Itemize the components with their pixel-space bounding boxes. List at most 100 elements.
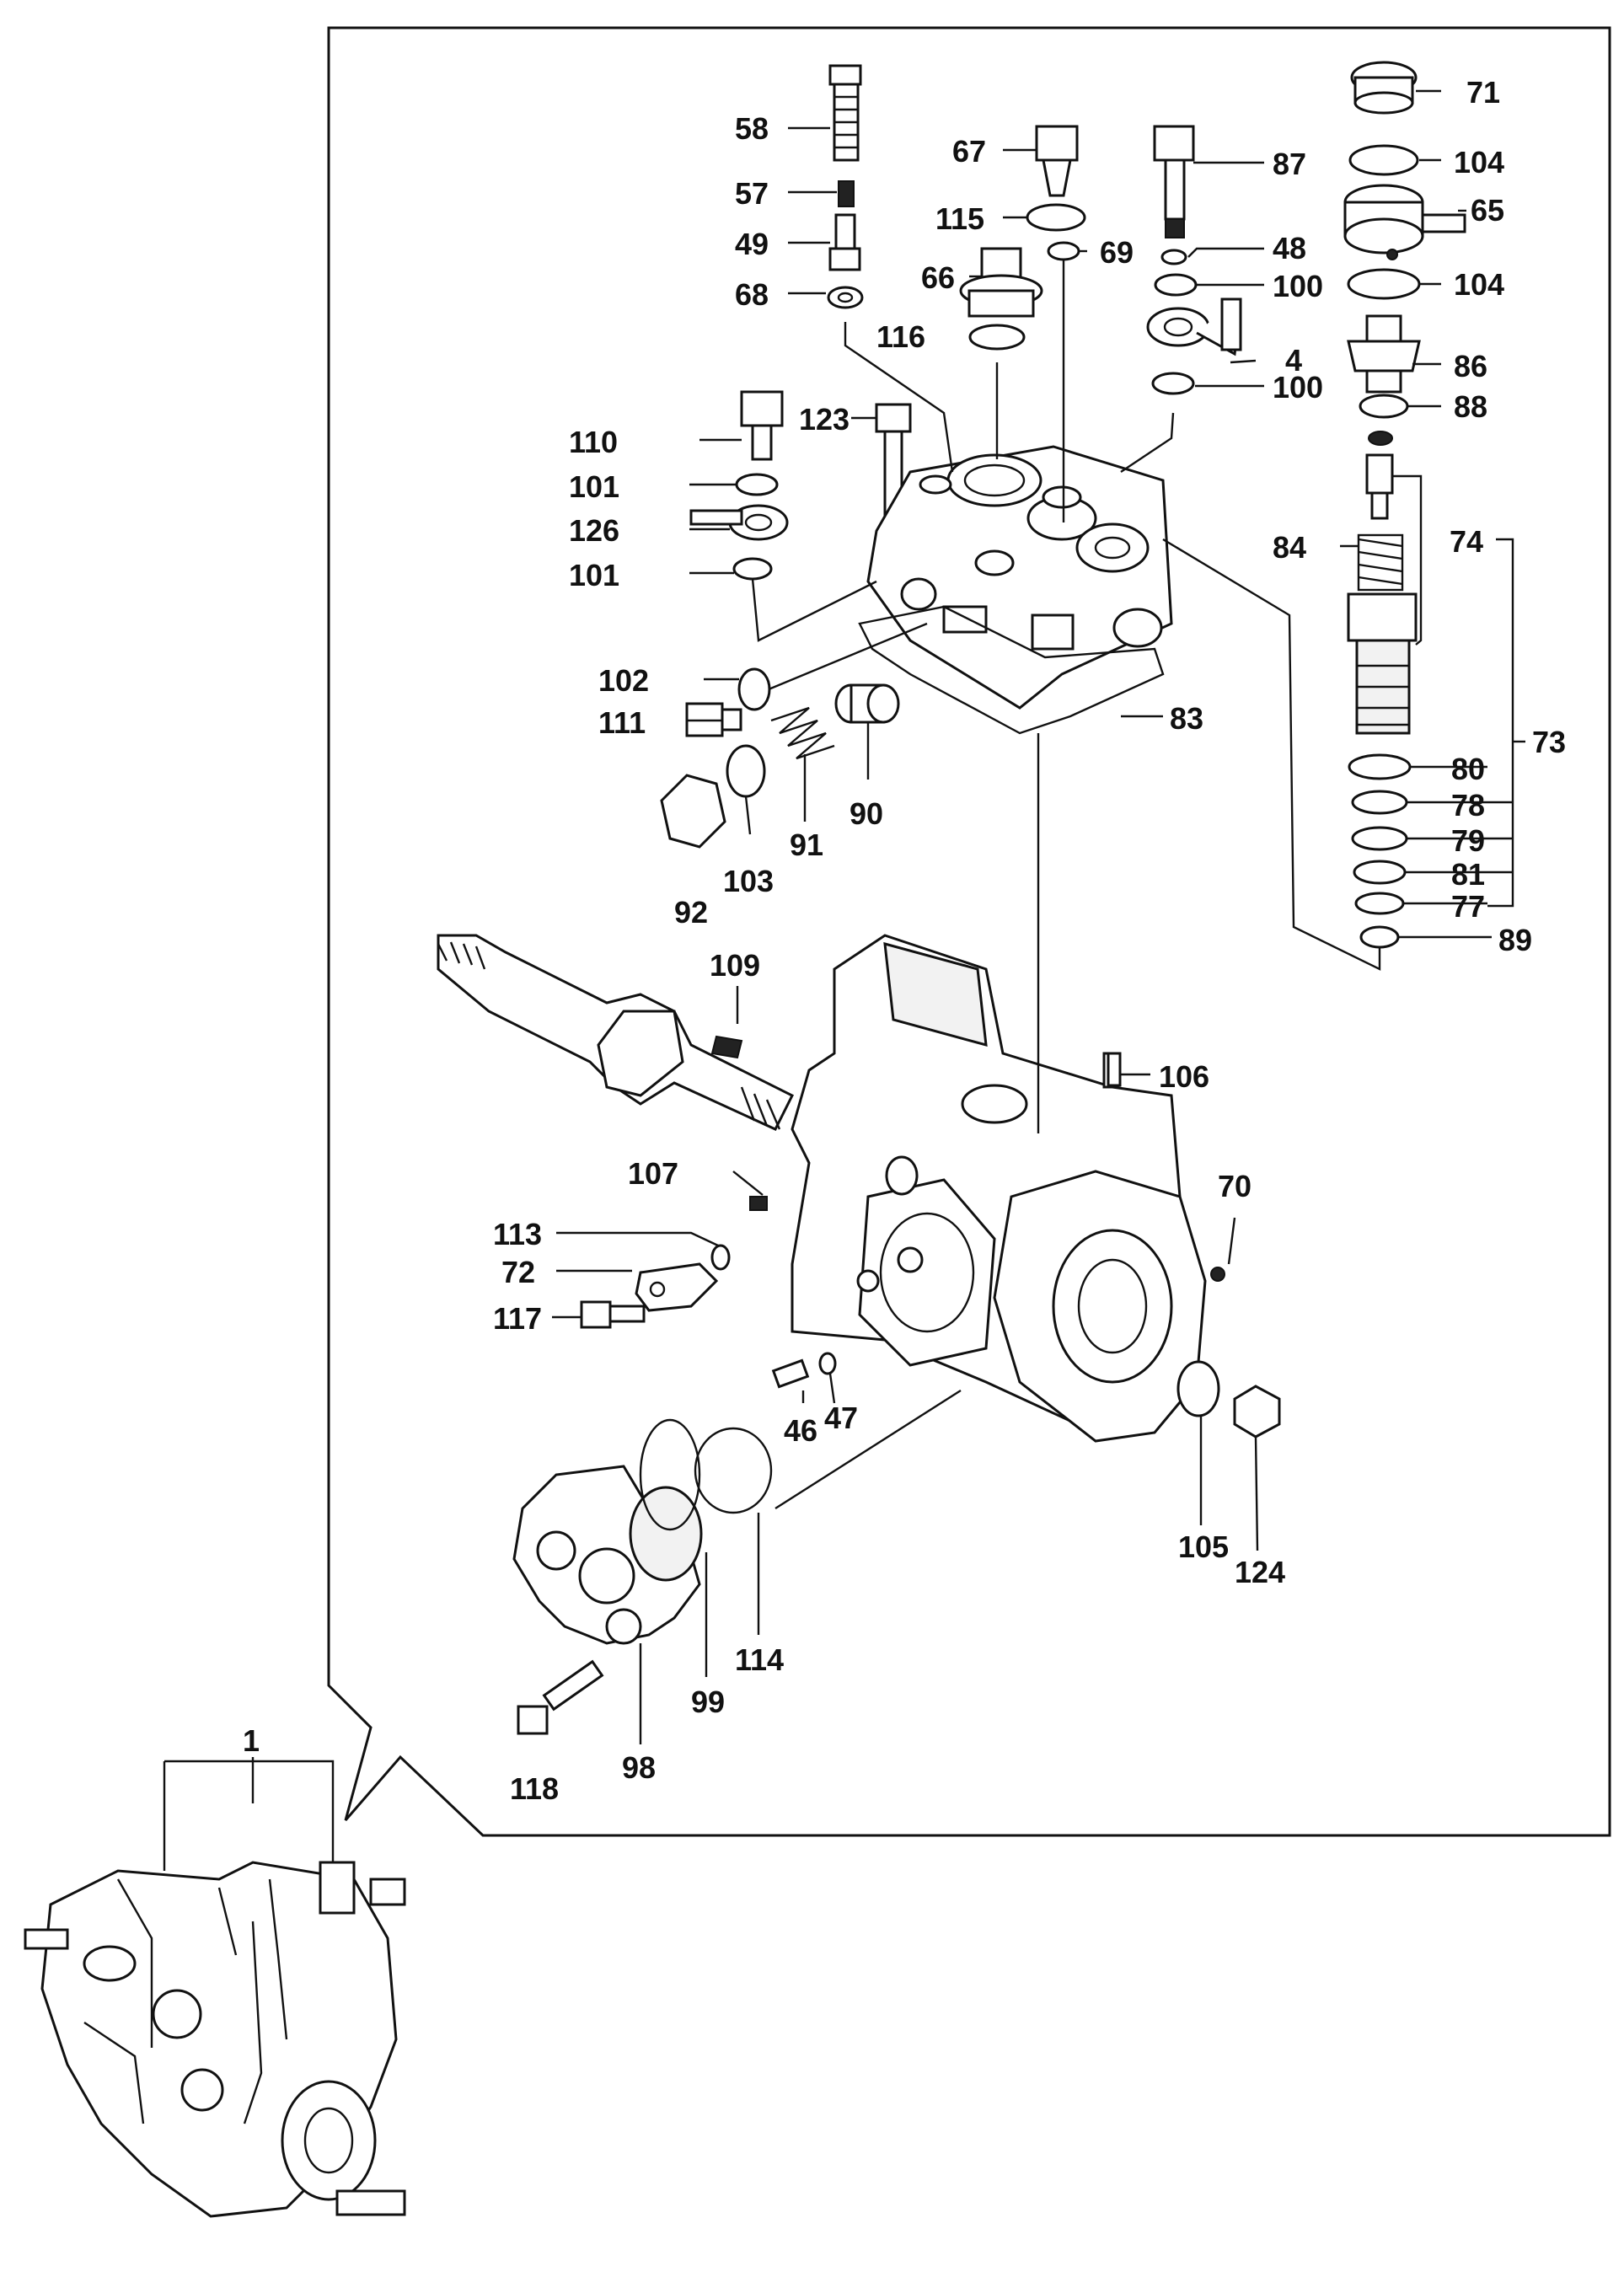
label-69: 69: [1100, 235, 1134, 270]
label-100b: 100: [1273, 370, 1323, 405]
label-78: 78: [1451, 788, 1485, 822]
label-115: 115: [935, 201, 984, 236]
label-118: 118: [510, 1771, 559, 1806]
label-113: 113: [493, 1217, 542, 1251]
part-101-washer-upper: [735, 473, 779, 496]
part-81-ring: [1353, 860, 1407, 885]
part-107-pin: [749, 1196, 768, 1211]
label-81: 81: [1451, 857, 1485, 892]
label-110: 110: [569, 425, 618, 459]
part-49-valve: [828, 213, 861, 271]
part-67-plug: [1035, 125, 1079, 197]
part-124-nut: [1233, 1385, 1281, 1439]
part-72-fitting: [635, 1262, 719, 1312]
hydraulic-head: [866, 445, 1173, 710]
part-113-o-ring: [710, 1244, 731, 1271]
label-47: 47: [824, 1401, 858, 1435]
part-48-o-ring: [1160, 249, 1187, 265]
part-100-washer-upper: [1154, 273, 1198, 297]
part-109-key: [710, 1035, 743, 1059]
drive-shaft: [437, 934, 795, 1131]
label-114: 114: [735, 1642, 784, 1677]
label-109: 109: [710, 948, 760, 983]
label-57: 57: [735, 176, 769, 211]
label-72: 72: [501, 1255, 535, 1289]
part-91-spring: [770, 706, 835, 760]
part-102-washer: [737, 667, 771, 711]
part-87-banjo-bolt: [1153, 125, 1195, 238]
part-99-o-ring: [639, 1418, 701, 1531]
part-106-pin: [1107, 1052, 1122, 1087]
label-116: 116: [876, 319, 925, 354]
label-87: 87: [1273, 147, 1306, 181]
part-104-washer-upper: [1348, 144, 1419, 176]
label-65: 65: [1471, 193, 1504, 228]
label-74: 74: [1450, 524, 1483, 559]
part-71-cap: [1350, 61, 1418, 115]
label-46: 46: [784, 1413, 817, 1448]
label-98: 98: [622, 1750, 656, 1785]
part-65-banjo: [1343, 184, 1466, 260]
label-70: 70: [1218, 1169, 1251, 1203]
label-100a: 100: [1273, 269, 1323, 303]
part-114-o-ring: [694, 1427, 773, 1514]
label-101a: 101: [569, 469, 619, 504]
label-90: 90: [850, 796, 883, 831]
label-89: 89: [1498, 923, 1532, 957]
part-77-ring: [1354, 892, 1405, 915]
part-79-ring: [1351, 826, 1408, 851]
part-58-fitting: [828, 64, 862, 162]
label-111: 111: [598, 705, 646, 740]
part-4-banjo-fitting: [1146, 297, 1242, 356]
part-57-spring: [838, 180, 855, 207]
part-103-washer: [726, 744, 766, 798]
label-83: 83: [1170, 701, 1203, 736]
label-71: 71: [1466, 75, 1500, 110]
part-104-washer-lower: [1347, 268, 1421, 300]
part-47-o-ring: [818, 1352, 837, 1375]
label-123: 123: [799, 402, 850, 437]
part-78-ring: [1351, 790, 1408, 815]
part-100-washer-lower: [1151, 372, 1195, 395]
leader-lines: [163, 89, 1525, 1871]
label-67: 67: [952, 134, 986, 169]
part-46-nipple: [771, 1358, 810, 1389]
part-74-valve-stem: [1365, 453, 1394, 520]
part-110-banjo-bolt: [740, 390, 784, 461]
part-68-washer: [827, 286, 864, 309]
label-101b: 101: [569, 558, 619, 592]
part-83-gasket: [858, 605, 1165, 735]
label-4: 4: [1285, 343, 1302, 378]
part-84-spring: [1357, 533, 1404, 592]
label-48: 48: [1273, 231, 1306, 265]
label-80: 80: [1451, 752, 1485, 786]
part-86-delivery-valve-holder: [1347, 314, 1421, 394]
label-73: 73: [1532, 725, 1566, 759]
label-104a: 104: [1454, 145, 1504, 179]
label-107: 107: [628, 1156, 678, 1191]
label-1: 1: [243, 1723, 260, 1758]
part-126-banjo: [689, 504, 789, 541]
label-58: 58: [735, 111, 769, 146]
label-88: 88: [1454, 389, 1487, 424]
label-86: 86: [1454, 349, 1487, 383]
part-89-washer: [1359, 925, 1400, 949]
callout-frame: [327, 26, 1611, 1837]
part-70-screw: [1210, 1267, 1225, 1282]
part-80-o-ring: [1348, 753, 1412, 780]
part-74-valve-ball: [1368, 431, 1393, 446]
part-73-plunger-barrel: [1347, 592, 1418, 735]
part-117-bolt: [580, 1300, 646, 1329]
pump-housing: [791, 934, 1207, 1443]
label-126: 126: [569, 513, 619, 548]
part-115-o-ring: [1026, 203, 1086, 232]
label-66: 66: [921, 260, 955, 295]
label-49: 49: [735, 227, 769, 261]
part-88-o-ring: [1359, 394, 1409, 419]
label-124: 124: [1235, 1555, 1285, 1589]
label-91: 91: [790, 828, 823, 862]
label-106: 106: [1159, 1059, 1209, 1094]
part-66-plug: [959, 247, 1043, 318]
label-103: 103: [723, 864, 774, 898]
